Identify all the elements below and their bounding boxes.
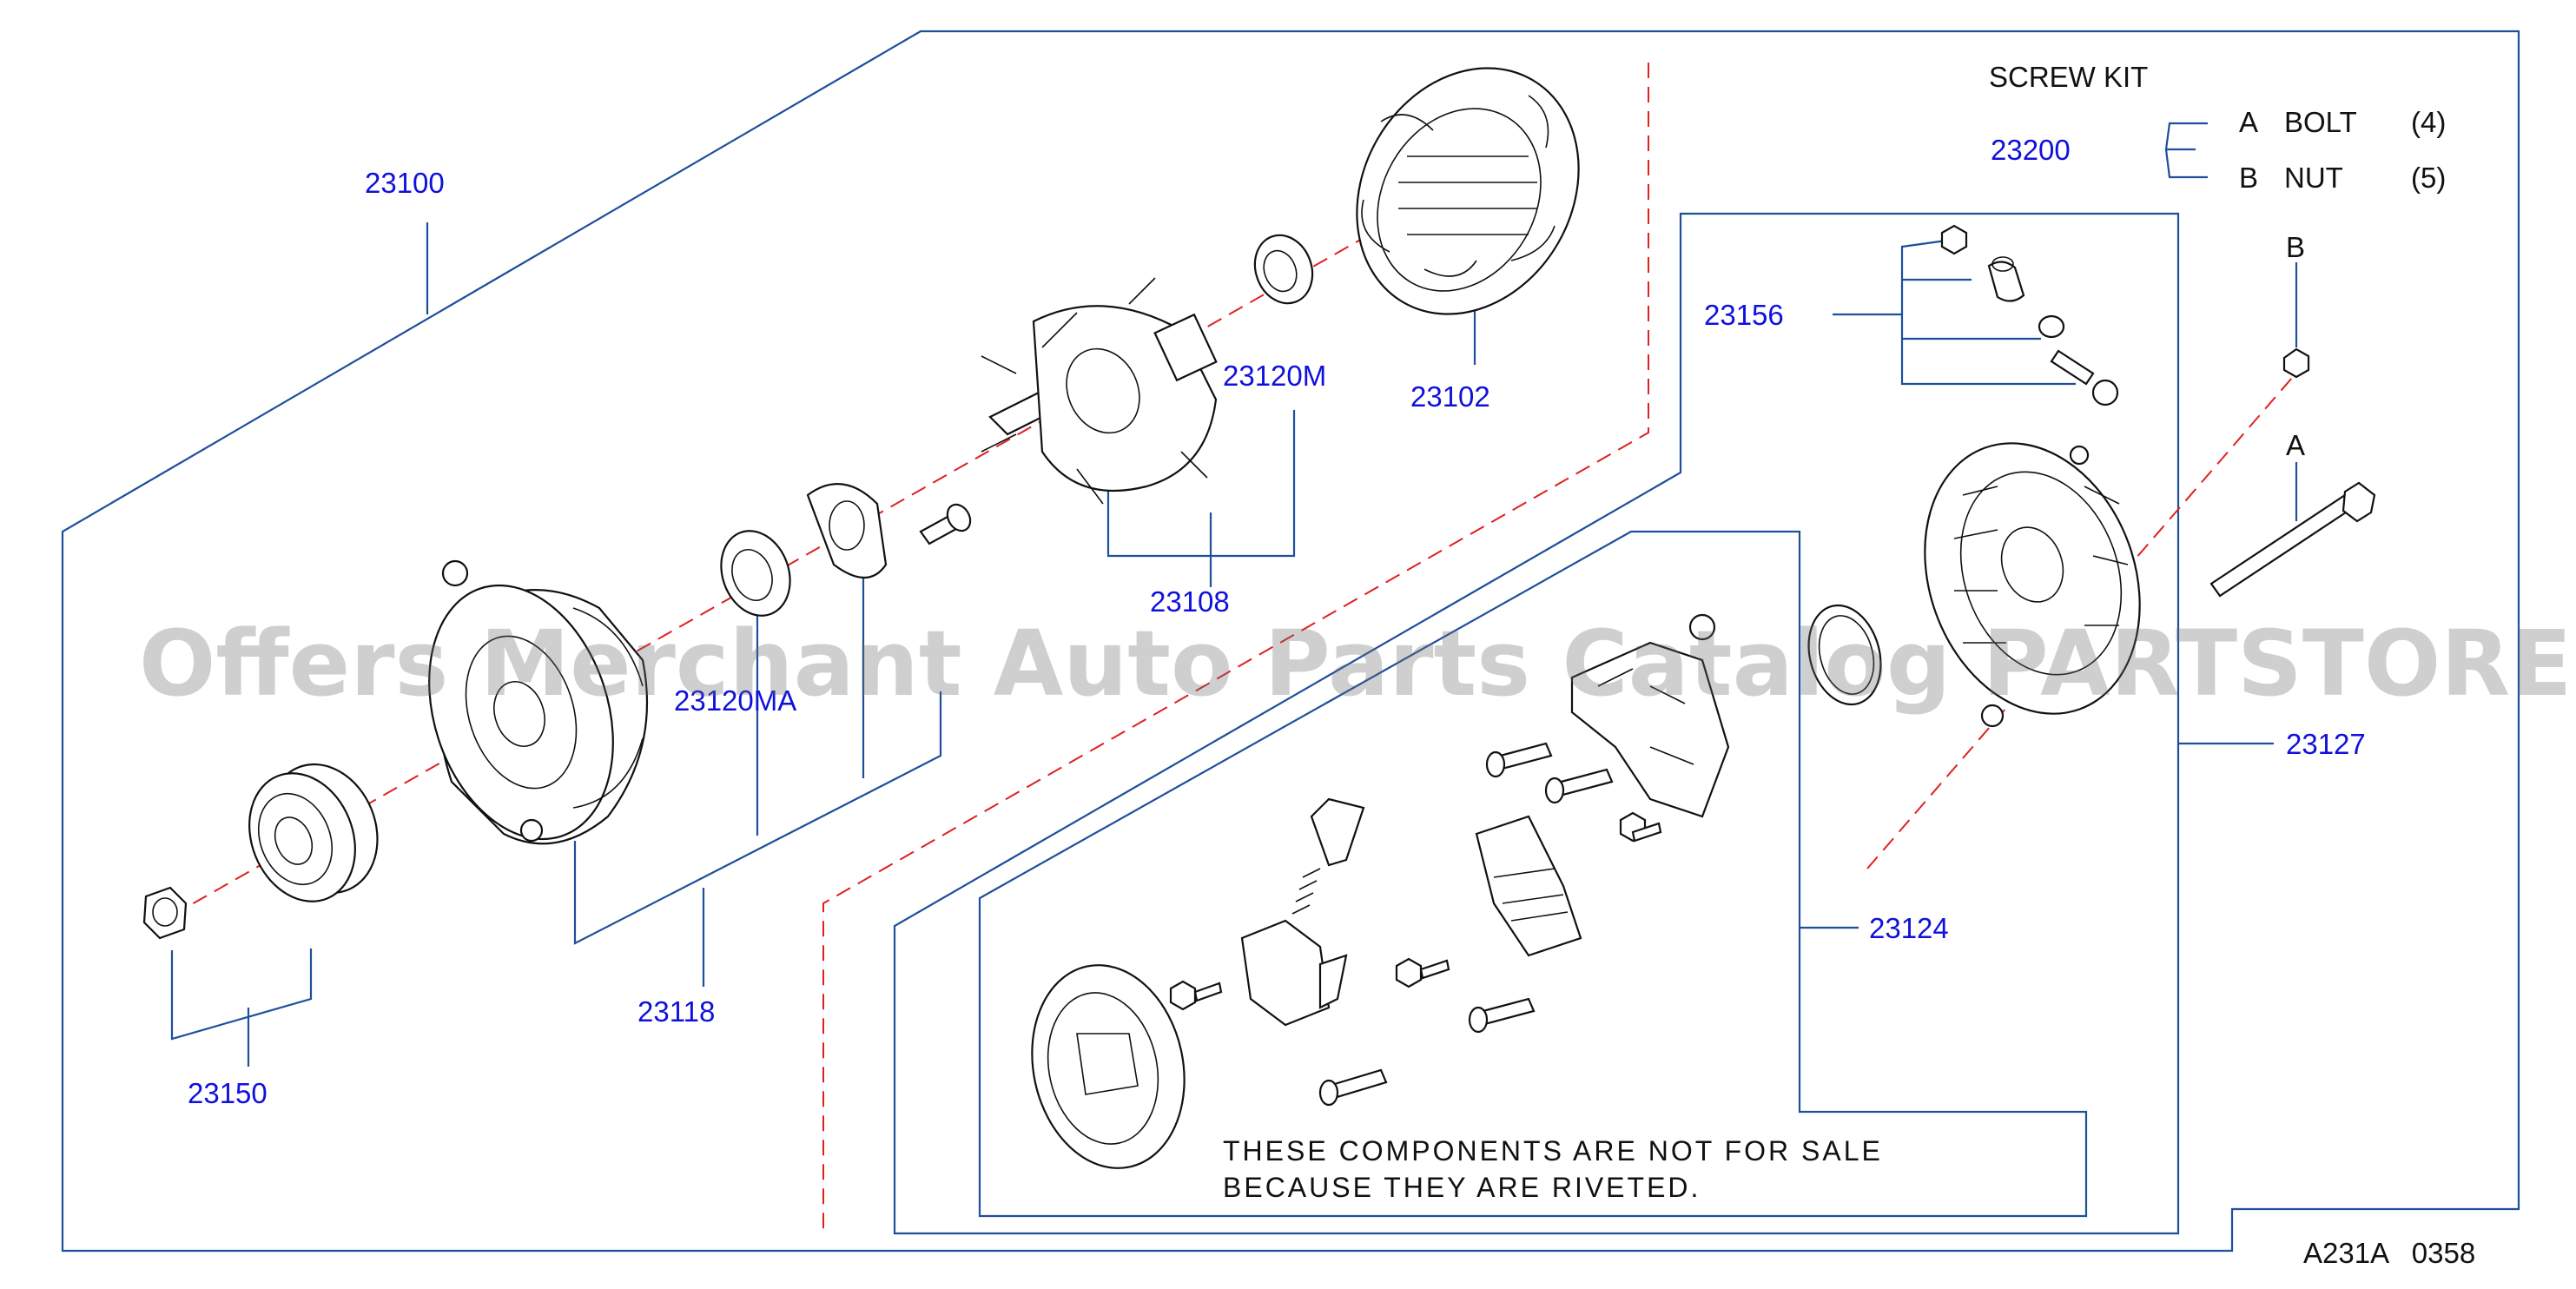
label-23150[interactable]: 23150: [188, 1077, 268, 1109]
kit-nut: [2282, 347, 2310, 379]
terminal-insulator: [1987, 256, 2025, 302]
callout-nut-b: B: [2286, 231, 2305, 263]
rectifier: [1570, 613, 1730, 818]
note-line-2: BECAUSE THEY ARE RIVETED.: [1223, 1172, 1701, 1203]
callout-bolt-a: A: [2286, 429, 2305, 461]
terminal-washer: [2038, 314, 2065, 339]
screw-kit-a-qty: (4): [2411, 106, 2446, 138]
screw-kit-b-name: NUT: [2284, 162, 2343, 194]
screw-kit-a-letter: A: [2239, 106, 2258, 138]
label-23118[interactable]: 23118: [637, 995, 715, 1028]
screw-kit-b-qty: (5): [2411, 162, 2446, 194]
center-axis-offset: [822, 63, 1649, 1233]
label-23120ma[interactable]: 23120MA: [674, 684, 796, 717]
brush-holder: [1240, 797, 1365, 1027]
o-ring: [1807, 604, 1882, 706]
retainer-plate: [806, 483, 888, 578]
screw-kit-title: SCREW KIT: [1989, 61, 2148, 93]
brush-holder-screws: [1169, 957, 1536, 1107]
label-23108[interactable]: 23108: [1150, 585, 1230, 618]
rotor: [981, 277, 1218, 505]
stator: [1356, 67, 1580, 315]
center-axis-rear: [1866, 364, 2304, 869]
terminal-bolt: [2050, 349, 2119, 407]
label-23120m[interactable]: 23120M: [1223, 360, 1326, 392]
center-axis-front: [171, 173, 1477, 916]
frame-regulator-assembly: [978, 530, 2088, 1218]
watermark: Offers Merchant Auto Parts Catalog PARTS…: [139, 611, 2576, 717]
screw-kit-part-number[interactable]: 23200: [1991, 134, 2071, 166]
frame-rear-assembly: [893, 212, 2180, 1235]
label-23100[interactable]: 23100: [365, 167, 445, 199]
label-23127[interactable]: 23127: [2286, 728, 2366, 760]
regulator-unit: [1475, 815, 1582, 957]
front-housing: [428, 559, 649, 845]
retainer-screw: [919, 503, 972, 545]
front-nut: [142, 886, 188, 940]
terminal-nut: [1940, 224, 1968, 255]
pulley: [248, 763, 379, 902]
screw-kit-a-name: BOLT: [2284, 106, 2357, 138]
rear-bearing: [1253, 234, 1314, 305]
rear-cover: [1031, 964, 1186, 1169]
front-bearing: [720, 530, 791, 617]
label-23102[interactable]: 23102: [1410, 380, 1490, 413]
diagram-code: A231A 0358: [2303, 1237, 2475, 1269]
frame-main-assembly: [61, 30, 2520, 1253]
screw-kit-b-letter: B: [2239, 162, 2258, 194]
note-line-1: THESE COMPONENTS ARE NOT FOR SALE: [1223, 1135, 1883, 1167]
leader-lines: [170, 122, 2298, 1067]
rear-housing: [1924, 442, 2141, 728]
through-bolt: [2209, 481, 2376, 598]
label-23156[interactable]: 23156: [1704, 299, 1784, 331]
label-23124[interactable]: 23124: [1869, 912, 1949, 944]
rectifier-screws: [1485, 742, 1662, 843]
